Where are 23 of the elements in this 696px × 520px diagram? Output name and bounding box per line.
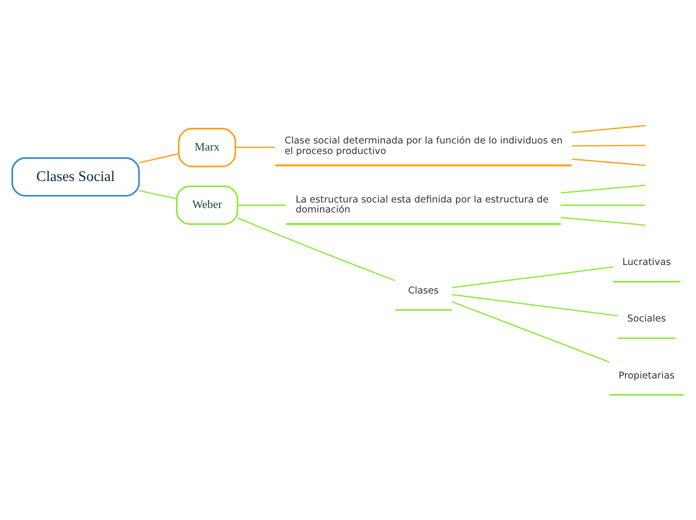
node-box: Clases Social: [11, 157, 140, 197]
connector: [572, 158, 646, 166]
connector: [560, 204, 646, 206]
connector: [238, 217, 396, 282]
node-box: Weber: [176, 186, 238, 225]
connector: [452, 301, 610, 363]
node-text: Sociales: [627, 314, 666, 325]
connector: [572, 144, 646, 146]
connector: [138, 190, 177, 200]
connector: [560, 184, 646, 194]
connector: [236, 146, 275, 148]
connector: [452, 266, 614, 288]
connector: [572, 124, 646, 134]
node-text: Propietarias: [618, 370, 675, 382]
node-box: Marx: [178, 128, 236, 168]
connector: [237, 204, 286, 206]
node-text: Clase social determinada por la función de lo individuos en el proceso productivo: [284, 136, 563, 158]
connector: [560, 216, 646, 226]
node-text: Lucrativas: [622, 257, 671, 268]
node-text: Clases: [408, 285, 439, 296]
connector: [452, 294, 618, 316]
connector: [138, 153, 179, 164]
node-text: La estructura social esta definida por la estructura de dominación: [296, 194, 549, 216]
